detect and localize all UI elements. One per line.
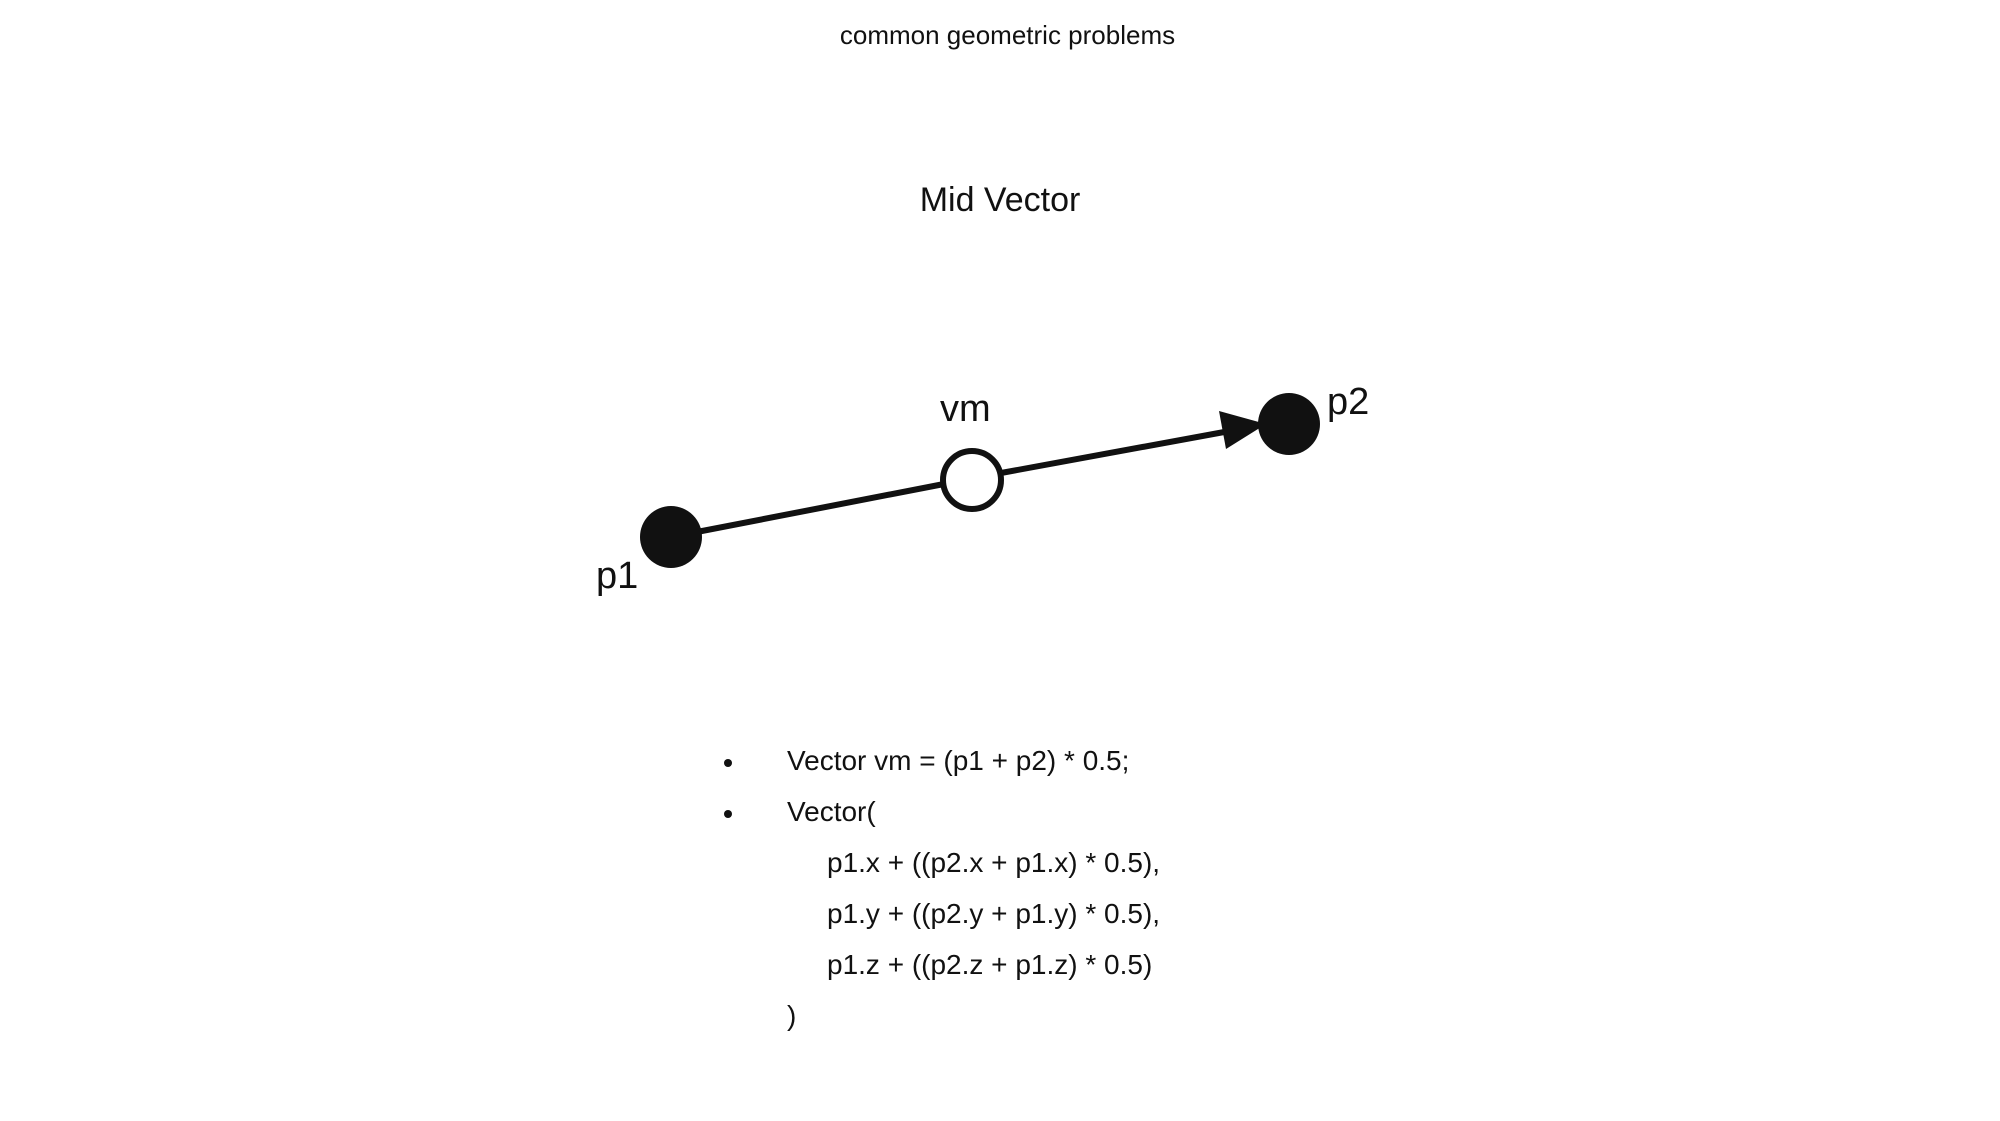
label-p1: p1 <box>596 555 638 597</box>
label-p2: p2 <box>1327 381 1369 423</box>
vector-segment-p1-vm <box>670 481 945 540</box>
vector-segment-vm-p2 <box>1000 425 1247 476</box>
label-vm: vm <box>940 388 991 430</box>
code-line-4: p1.y + ((p2.y + p1.y) * 0.5), <box>827 898 1161 929</box>
code-list: Vector vm = (p1 + p2) * 0.5; Vector( p1.… <box>723 735 1161 1041</box>
point-vm <box>940 448 1004 512</box>
header-title: common geometric problems <box>839 20 1176 50</box>
code-line-6: ) <box>787 1000 797 1031</box>
point-p1 <box>640 506 702 568</box>
slide-title: Mid Vector <box>919 181 1081 219</box>
code-line-5: p1.z + ((p2.z + p1.z) * 0.5) <box>827 949 1153 980</box>
code-line-3: p1.x + ((p2.x + p1.x) * 0.5), <box>827 847 1161 878</box>
vector-arrowhead <box>1219 411 1266 449</box>
code-line-2: Vector( <box>723 786 1160 837</box>
code-line-1: Vector vm = (p1 + p2) * 0.5; <box>723 735 1160 786</box>
point-p2 <box>1258 393 1320 455</box>
